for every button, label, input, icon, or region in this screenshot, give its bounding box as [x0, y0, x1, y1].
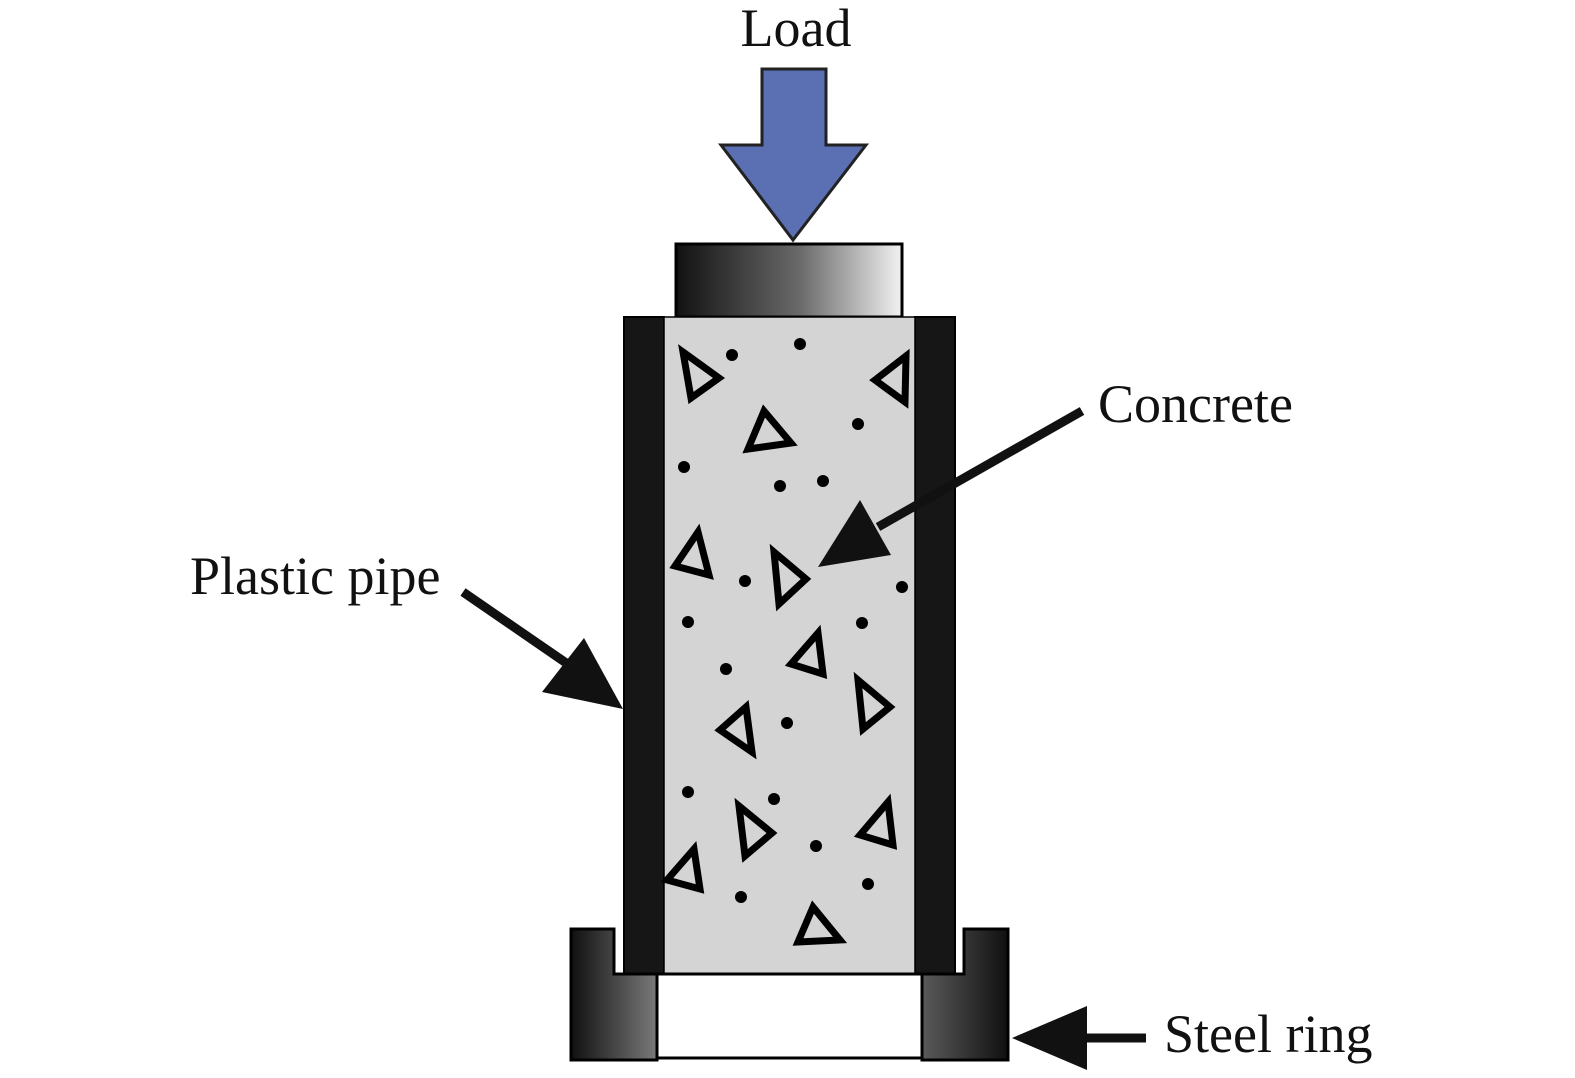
steel-ring-inner-opening: [655, 972, 924, 1060]
aggregate-triangle: [853, 793, 898, 850]
steel-ring-left: [569, 927, 659, 1062]
steel-ring-right: [920, 927, 1010, 1062]
aggregate-triangle: [792, 900, 848, 946]
aggregate-triangle: [660, 840, 705, 894]
particle-dot: [739, 575, 751, 587]
aggregate-triangle: [784, 624, 828, 679]
particle-dot: [856, 617, 868, 629]
aggregate-triangle: [853, 671, 896, 736]
loading-cap: [674, 242, 904, 319]
aggregate-triangle: [714, 700, 757, 760]
particle-dot: [781, 717, 793, 729]
particle-dot: [810, 840, 822, 852]
aggregate-group: [660, 344, 910, 946]
concrete-label: Concrete: [1098, 374, 1293, 434]
particle-dot: [774, 480, 786, 492]
particle-dot: [896, 581, 908, 593]
steel-ring-label: Steel ring: [1164, 1004, 1372, 1064]
plastic-pipe-label: Plastic pipe: [190, 546, 440, 606]
plastic-pipe-pointer-arrow: [460, 588, 623, 709]
particle-dot: [735, 891, 747, 903]
load-label: Load: [741, 0, 852, 58]
concrete-core: [663, 316, 916, 975]
aggregate-triangle: [734, 797, 778, 863]
concrete-pointer-arrow: [818, 407, 1085, 567]
aggregate-triangle: [678, 344, 725, 405]
particle-dot: [768, 793, 780, 805]
steel-ring: [569, 927, 1010, 1062]
steel-ring-pointer-arrow: [1012, 1006, 1146, 1070]
aggregate-triangle: [669, 523, 714, 580]
particle-dot: [794, 338, 806, 350]
aggregate-triangle: [769, 543, 812, 612]
particle-dot: [678, 461, 690, 473]
particle-dot: [817, 475, 829, 487]
particle-dot: [726, 349, 738, 361]
particle-dot: [682, 786, 694, 798]
particle-group: [678, 338, 908, 903]
particle-dot: [862, 878, 874, 890]
particle-dot: [720, 663, 732, 675]
plastic-pipe-right-wall: [914, 316, 956, 975]
aggregate-triangle: [742, 404, 798, 454]
particle-dot: [852, 418, 864, 430]
particle-dot: [682, 616, 694, 628]
plastic-pipe-left-wall: [623, 316, 665, 975]
aggregate-triangle: [869, 348, 910, 409]
load-arrow: [717, 67, 870, 243]
